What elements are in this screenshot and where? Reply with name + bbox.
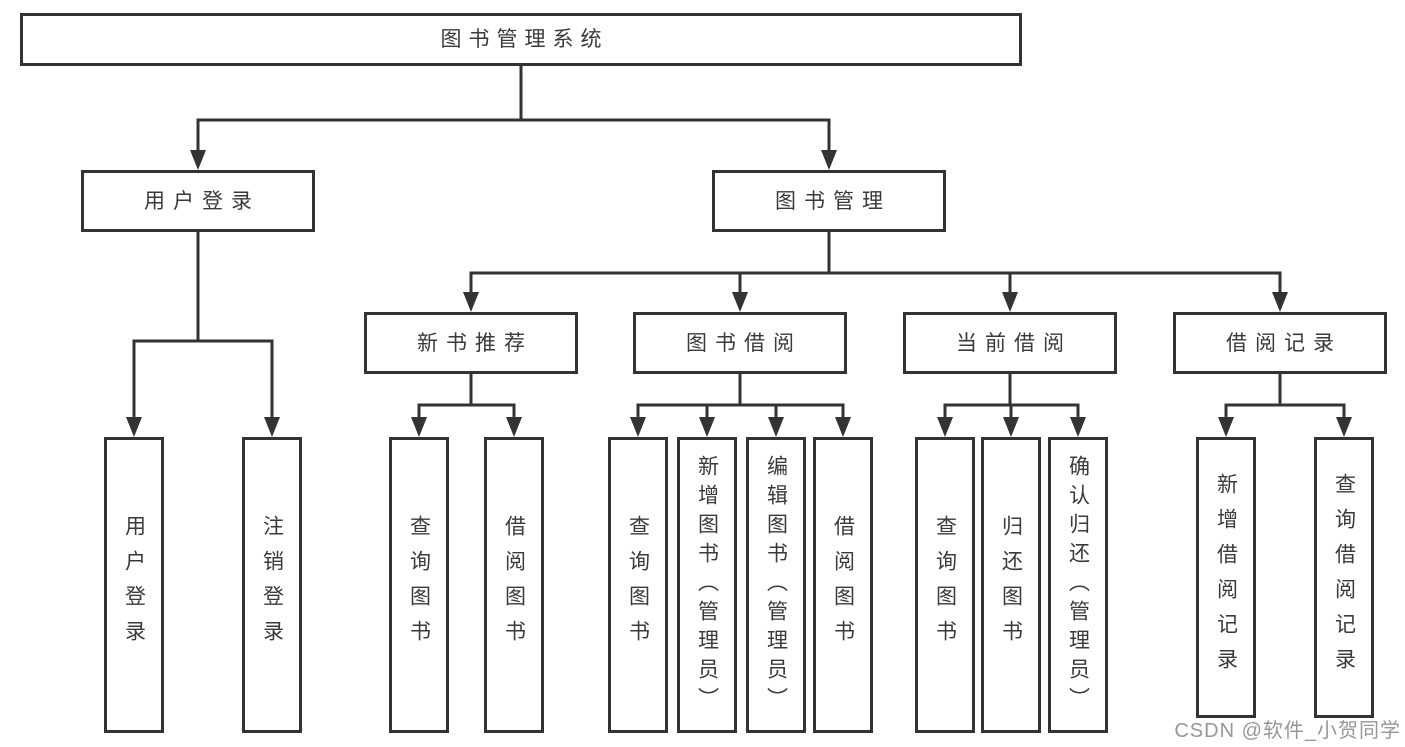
leaf-user-login: 用户登录: [104, 437, 164, 733]
leaf-query-borrow-record-label: 查询借阅记录: [1332, 472, 1356, 683]
node-new-book-recommend-label: 新书推荐: [417, 331, 533, 355]
node-library-management-system: 图书管理系统: [20, 13, 1022, 66]
connector-new-book-recommend: [417, 374, 516, 419]
node-user-login: 用户登录: [81, 170, 315, 232]
node-borrow-records-label: 借阅记录: [1226, 331, 1342, 355]
arrowhead: [835, 417, 851, 437]
leaf-edit-book-admin-label: 编辑图书（管理员）: [764, 454, 788, 716]
csdn-watermark: CSDN @软件_小贺同学: [1174, 720, 1401, 742]
leaf-query-book-current: 查询图书: [915, 437, 975, 733]
node-book-management-label: 图书管理: [775, 189, 891, 213]
node-book-management: 图书管理: [712, 170, 946, 232]
node-current-borrow: 当前借阅: [903, 312, 1117, 374]
arrowhead: [463, 292, 479, 312]
arrowhead: [1336, 417, 1352, 437]
arrowhead: [1003, 417, 1019, 437]
node-new-book-recommend: 新书推荐: [364, 312, 578, 374]
arrowhead: [768, 417, 784, 437]
leaf-add-borrow-record: 新增借阅记录: [1196, 437, 1256, 718]
connector-borrow-records: [1224, 374, 1346, 419]
node-current-borrow-label: 当前借阅: [956, 331, 1072, 355]
arrowhead: [821, 150, 837, 170]
leaf-query-book-borrow: 查询图书: [608, 437, 668, 733]
connector-book-management: [469, 232, 1282, 294]
arrowhead: [937, 417, 953, 437]
leaf-edit-book-admin: 编辑图书（管理员）: [746, 437, 806, 733]
leaf-query-book-borrow-label: 查询图书: [626, 515, 650, 655]
leaf-confirm-return-admin: 确认归还（管理员）: [1048, 437, 1108, 733]
leaf-return-book: 归还图书: [981, 437, 1041, 733]
arrowhead: [264, 417, 280, 437]
leaf-add-book-admin-label: 新增图书（管理员）: [695, 454, 719, 716]
arrowhead: [411, 417, 427, 437]
arrowhead: [1272, 292, 1288, 312]
leaf-borrow-book-recommend: 借阅图书: [484, 437, 544, 733]
node-book-borrow: 图书借阅: [633, 312, 847, 374]
arrowhead: [126, 417, 142, 437]
arrowhead: [506, 417, 522, 437]
node-borrow-records: 借阅记录: [1173, 312, 1387, 374]
node-library-management-system-label: 图书管理系统: [440, 28, 609, 51]
connector-user-login: [132, 232, 274, 419]
arrowheads: [126, 150, 1352, 437]
leaf-logout-label: 注销登录: [260, 515, 284, 655]
leaf-query-book-recommend-label: 查询图书: [407, 515, 431, 655]
leaf-user-login-label: 用户登录: [122, 515, 146, 655]
arrowhead: [190, 150, 206, 170]
arrowhead: [630, 417, 646, 437]
arrowhead: [1070, 417, 1086, 437]
leaf-confirm-return-admin-label: 确认归还（管理员）: [1066, 454, 1090, 716]
arrowhead: [1218, 417, 1234, 437]
arrowhead: [1002, 292, 1018, 312]
leaf-add-borrow-record-label: 新增借阅记录: [1214, 472, 1238, 683]
node-book-borrow-label: 图书借阅: [686, 331, 802, 355]
leaf-borrow-book-recommend-label: 借阅图书: [502, 515, 526, 655]
node-user-login-label: 用户登录: [144, 189, 260, 213]
leaf-logout: 注销登录: [242, 437, 302, 733]
leaf-return-book-label: 归还图书: [999, 515, 1023, 655]
arrowhead: [732, 292, 748, 312]
leaf-borrow-book: 借阅图书: [813, 437, 873, 733]
leaf-borrow-book-label: 借阅图书: [831, 515, 855, 655]
arrowhead: [699, 417, 715, 437]
connector-book-borrow: [636, 374, 845, 419]
connector-root: [196, 66, 831, 152]
connector-current-borrow: [943, 374, 1080, 419]
connector-paths: [132, 66, 1346, 419]
leaf-query-book-current-label: 查询图书: [933, 515, 957, 655]
leaf-query-book-recommend: 查询图书: [389, 437, 449, 733]
leaf-add-book-admin: 新增图书（管理员）: [677, 437, 737, 733]
leaf-query-borrow-record: 查询借阅记录: [1314, 437, 1374, 718]
